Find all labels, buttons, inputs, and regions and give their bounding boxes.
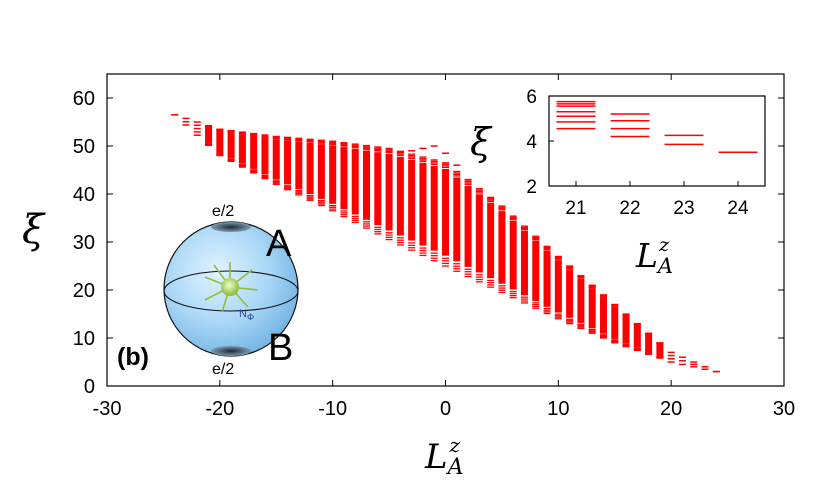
band-mark — [340, 147, 348, 210]
band-mark — [419, 162, 427, 246]
panel-label: (b) — [117, 343, 149, 371]
sphere-cap-top — [211, 222, 251, 232]
band-mark — [498, 211, 506, 284]
band-mark — [475, 194, 483, 273]
band-mark — [599, 297, 607, 334]
sphere-cap-bottom — [211, 346, 251, 356]
band-mark — [509, 220, 517, 290]
x-tick-label: 20 — [660, 398, 682, 420]
band-mark — [306, 142, 314, 195]
x-tick-label: 0 — [440, 398, 451, 420]
label-B: B — [268, 327, 293, 369]
inset-y-tick-label: 6 — [526, 87, 537, 108]
band-mark — [272, 139, 280, 180]
band-mark — [205, 126, 213, 144]
inset-ylabel: ξ — [470, 120, 493, 164]
inset-y-tick-label: 4 — [526, 132, 537, 153]
label-charge-top: e/2 — [212, 203, 234, 220]
main-ylabel: ξ — [22, 207, 46, 253]
y-tick-label: 60 — [73, 88, 95, 110]
band-mark — [250, 135, 258, 169]
x-tick-label: -20 — [205, 398, 234, 420]
x-tick-label: -10 — [318, 398, 347, 420]
main-data-marks — [171, 114, 720, 373]
band-mark — [487, 202, 495, 279]
band-mark — [611, 306, 619, 339]
inset-x-tick-label: 22 — [619, 198, 640, 219]
band-mark — [317, 144, 325, 199]
sphere-equator — [163, 270, 299, 312]
band-mark — [645, 334, 653, 353]
band-mark — [453, 177, 461, 262]
main-axis-ticks: -30 -20 -10 0 10 20 30 0 10 20 30 40 50 60 — [73, 74, 795, 420]
inset-y-tick-label: 2 — [526, 177, 537, 198]
flux-center — [221, 278, 239, 296]
band-mark — [543, 250, 551, 307]
sphere-diagram: A B e/2 e/2 NΦ — [163, 203, 299, 378]
band-mark — [227, 132, 235, 159]
band-mark — [554, 260, 562, 313]
band-mark — [295, 141, 303, 190]
x-tick-label: 30 — [773, 398, 795, 420]
label-charge-bottom: e/2 — [212, 361, 234, 378]
y-tick-label: 0 — [84, 376, 95, 398]
band-mark — [532, 240, 540, 302]
band-mark — [430, 165, 438, 251]
x-tick-label: -30 — [93, 398, 122, 420]
y-tick-label: 40 — [73, 184, 95, 206]
inset-xlabel: LAz — [635, 234, 673, 278]
band-mark — [374, 152, 382, 226]
inset-data-marks — [556, 100, 758, 154]
main-xlabel: LAz — [424, 433, 463, 480]
band-mark — [385, 153, 393, 231]
band-mark — [622, 315, 630, 344]
inset-plot-frame — [548, 95, 766, 187]
x-tick-label: 10 — [547, 398, 569, 420]
inset-x-tick-label: 23 — [673, 198, 694, 219]
band-mark — [442, 168, 449, 256]
inset-x-tick-label: 21 — [565, 198, 586, 219]
y-tick-label: 10 — [73, 328, 95, 350]
band-mark — [396, 156, 404, 236]
y-tick-label: 30 — [73, 232, 95, 254]
band-mark — [363, 150, 371, 220]
y-tick-label: 20 — [73, 280, 95, 302]
band-mark — [520, 230, 528, 296]
band-mark — [284, 140, 292, 185]
label-A: A — [266, 223, 292, 265]
band-mark — [238, 134, 246, 164]
label-flux: NΦ — [239, 308, 254, 322]
band-mark — [329, 145, 337, 204]
band-mark — [588, 288, 596, 329]
band-mark — [633, 325, 641, 348]
inset-x-tick-label: 24 — [727, 198, 749, 219]
band-mark — [216, 130, 224, 153]
band-mark — [464, 185, 472, 267]
band-mark — [656, 343, 664, 357]
band-mark — [351, 148, 359, 215]
band-mark — [408, 159, 416, 241]
band-mark — [566, 269, 574, 318]
y-tick-label: 50 — [73, 136, 95, 158]
band-mark — [261, 137, 269, 175]
band-mark — [577, 278, 585, 324]
